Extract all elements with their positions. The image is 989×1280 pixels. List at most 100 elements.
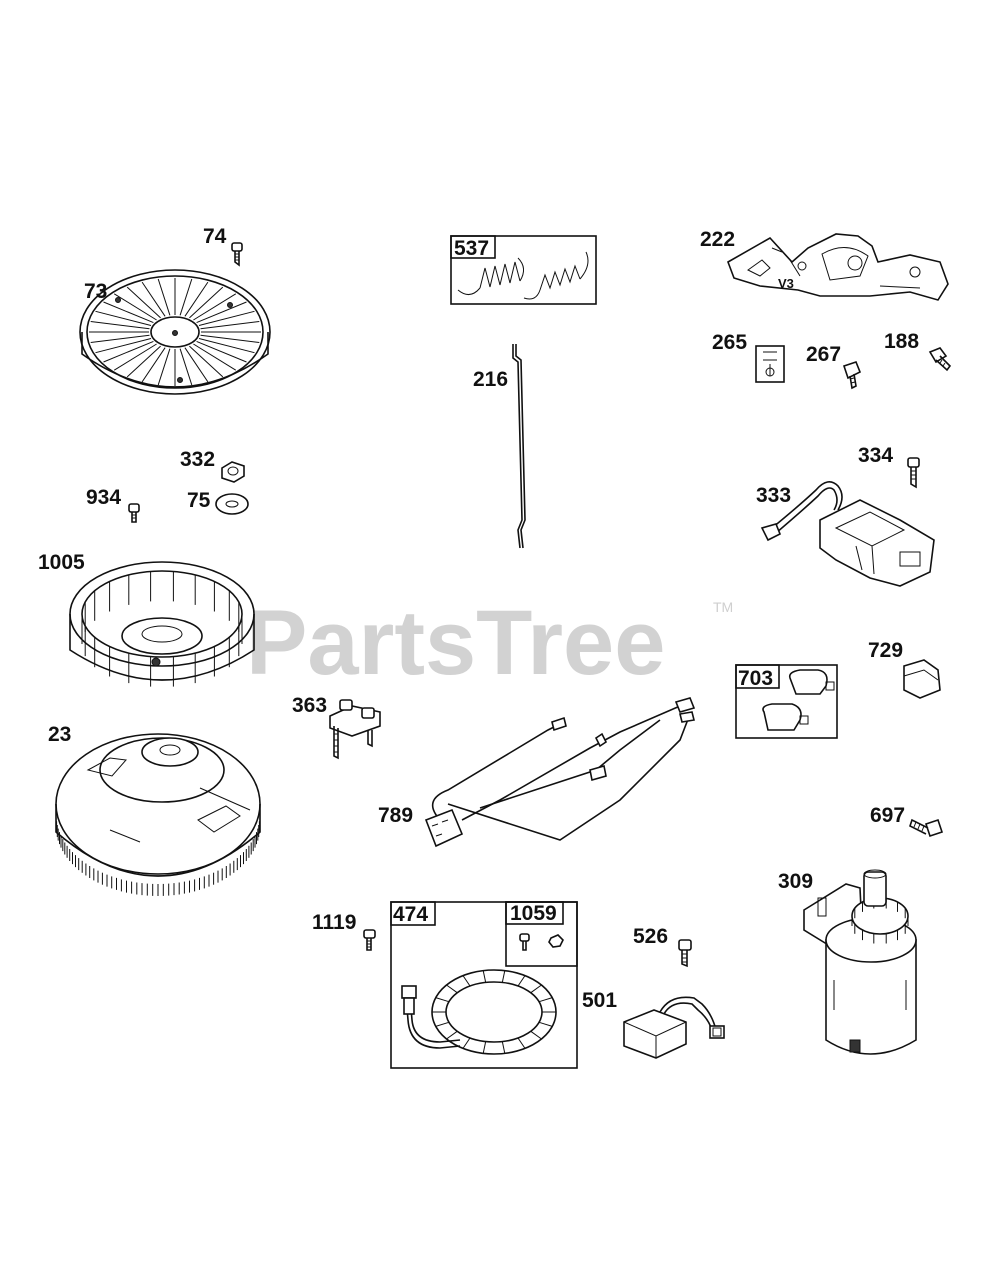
line-art-detail	[103, 301, 154, 324]
watermark-trademark: TM	[713, 599, 733, 615]
part-75-washer-icon[interactable]	[215, 493, 249, 515]
line-art-detail	[193, 293, 237, 321]
part-789-wiring-harness-icon[interactable]	[424, 697, 696, 848]
label-333: 333	[756, 484, 791, 507]
label-934: 934	[86, 486, 121, 509]
label-222: 222	[700, 228, 735, 251]
label-267: 267	[806, 343, 841, 366]
line-art-detail	[141, 281, 166, 317]
line-art-detail	[184, 281, 209, 317]
part-188-screw-icon[interactable]	[928, 347, 952, 372]
line-art-detail	[200, 321, 260, 330]
line-art-detail	[113, 343, 157, 371]
part-333-ignition-coil-icon[interactable]	[760, 481, 935, 587]
line-art-detail	[193, 343, 237, 371]
label-1005: 1005	[38, 551, 85, 574]
label-188: 188	[884, 330, 919, 353]
line-art-detail	[95, 310, 152, 326]
part-74-screw-icon[interactable]	[231, 242, 243, 267]
part-697-screw-icon[interactable]	[909, 818, 944, 838]
line-art-detail	[517, 1037, 526, 1049]
part-222-bracket-assembly-icon[interactable]: V3	[727, 233, 949, 301]
line-art-detail	[482, 970, 487, 983]
part-729-connector-cap-icon[interactable]	[903, 659, 941, 699]
line-art-detail	[103, 340, 154, 363]
label-537: 537	[454, 237, 489, 260]
line-art-detail	[198, 338, 255, 354]
line-art-detail	[501, 970, 506, 983]
label-332: 332	[180, 448, 215, 471]
part-703-clamp-kit-icon[interactable]	[735, 664, 838, 739]
line-art-detail	[501, 1041, 506, 1054]
part-23-flywheel-icon[interactable]	[55, 733, 261, 896]
line-art-detail	[538, 1021, 553, 1027]
label-526: 526	[633, 925, 668, 948]
line-art-detail	[538, 997, 553, 1003]
label-75: 75	[187, 489, 211, 512]
label-474: 474	[393, 903, 428, 926]
part-216-link-rod-icon[interactable]	[512, 344, 526, 549]
part-332-nut-icon[interactable]	[221, 461, 245, 483]
line-art-detail	[462, 1037, 471, 1049]
part-526-screw-icon[interactable]	[678, 939, 692, 968]
part-267-screw-icon[interactable]	[842, 361, 862, 390]
line-art-detail	[198, 310, 255, 326]
line-art-detail	[446, 984, 458, 994]
line-art-detail	[90, 321, 150, 330]
line-art-detail	[189, 345, 224, 378]
line-art-detail	[126, 286, 161, 319]
line-art-detail	[530, 1030, 542, 1040]
line-art-detail	[179, 278, 193, 316]
label-697: 697	[870, 804, 905, 827]
part-334-screw-icon[interactable]	[907, 457, 920, 489]
part-222-marking: V3	[778, 276, 794, 291]
line-art-detail	[530, 984, 542, 994]
watermark-text: PartsTree	[246, 592, 665, 694]
label-309: 309	[778, 870, 813, 893]
line-art-detail	[126, 345, 161, 378]
part-309-starter-motor-icon[interactable]	[803, 869, 917, 1055]
part-363-rectifier-bracket-icon[interactable]	[329, 699, 381, 760]
line-art-detail	[517, 975, 526, 987]
label-1059: 1059	[510, 902, 557, 925]
label-1119: 1119	[312, 911, 356, 934]
part-474-alternator-kit-icon[interactable]	[390, 901, 578, 1069]
line-art-detail	[462, 975, 471, 987]
part-1059-hardware-kit-icon[interactable]	[505, 901, 578, 967]
line-art-detail	[189, 286, 224, 319]
label-73: 73	[84, 280, 107, 303]
label-501: 501	[582, 989, 617, 1012]
part-934-screw-icon[interactable]	[128, 503, 140, 523]
line-art-detail	[95, 338, 152, 354]
label-265: 265	[712, 331, 747, 354]
line-art-detail	[90, 334, 150, 343]
line-art-detail	[482, 1041, 487, 1054]
label-703: 703	[738, 667, 773, 690]
line-art-detail	[157, 278, 171, 316]
line-art-detail	[113, 293, 157, 321]
label-789: 789	[378, 804, 413, 827]
label-23: 23	[48, 723, 71, 746]
line-art-detail	[435, 997, 450, 1003]
line-art-detail	[184, 347, 209, 383]
part-537-spring-kit-icon[interactable]	[450, 235, 597, 305]
part-265-clip-icon[interactable]	[755, 345, 785, 383]
part-73-blower-housing-icon[interactable]	[79, 269, 271, 395]
line-art-detail	[179, 348, 193, 386]
label-74: 74	[203, 225, 227, 248]
line-art-detail	[200, 334, 260, 343]
label-216: 216	[473, 368, 508, 391]
part-1005-flywheel-fan-icon[interactable]	[69, 561, 255, 687]
part-501-regulator-icon[interactable]	[623, 996, 725, 1059]
line-art-detail	[435, 1021, 450, 1027]
label-363: 363	[292, 694, 327, 717]
line-art-detail	[157, 348, 171, 386]
part-1119-screw-icon[interactable]	[363, 929, 376, 951]
line-art-detail	[196, 340, 247, 363]
label-334: 334	[858, 444, 893, 467]
line-art-detail	[446, 1030, 458, 1040]
line-art-detail	[141, 347, 166, 383]
label-729: 729	[868, 639, 903, 662]
line-art-detail	[196, 301, 247, 324]
